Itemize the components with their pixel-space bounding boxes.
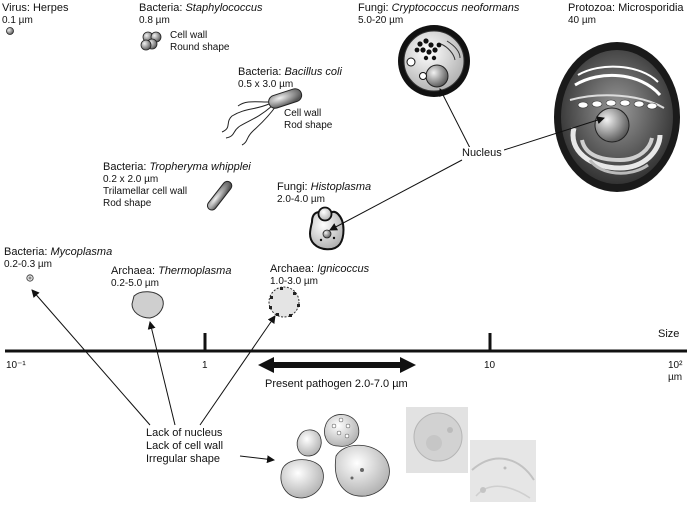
- pathogen-range-arrow: [258, 357, 416, 373]
- tropheryma-illustration: [206, 180, 233, 211]
- thermoplasma-illustration: [131, 291, 164, 319]
- staphylococcus-feature-1: Cell wall: [170, 30, 208, 41]
- lack-of-nucleus-arrows: [31, 289, 276, 464]
- tropheryma-feature-2: Rod shape: [103, 198, 152, 209]
- present-pathogen-feature-2: Lack of cell wall: [146, 440, 224, 452]
- ignicoccus-label: Archaea: Ignicoccus: [270, 263, 370, 275]
- pathogen-range-label: Present pathogen 2.0-7.0 µm: [265, 378, 408, 390]
- microsporidia-illustration: [554, 42, 680, 192]
- bacillus-label: Bacteria: Bacillus coli: [238, 66, 342, 78]
- microsporidia-label: Protozoa: Microsporidia: [568, 2, 684, 14]
- present-pathogen-feature-1: Lack of nucleus: [146, 427, 223, 439]
- histoplasma-label: Fungi: Histoplasma: [277, 181, 372, 193]
- tropheryma-size: 0.2 x 2.0 µm: [103, 174, 159, 185]
- bacillus-feature-2: Rod shape: [284, 120, 333, 131]
- electron-micrograph-1: [406, 407, 468, 473]
- nucleus-label: Nucleus: [460, 147, 504, 159]
- cryptococcus-size: 5.0-20 µm: [358, 15, 404, 26]
- ignicoccus-illustration: [268, 286, 300, 318]
- axis-unit: µm: [668, 372, 683, 383]
- tropheryma-feature-1: Trilamellar cell wall: [103, 186, 188, 197]
- herpes-label: Virus: Herpes: [2, 2, 69, 14]
- bacillus-coli-illustration: [221, 88, 303, 146]
- present-pathogen-feature-3: Irregular shape: [146, 453, 220, 465]
- thermoplasma-size: 0.2-5.0 µm: [111, 278, 160, 289]
- herpes-size: 0.1 µm: [2, 15, 33, 26]
- axis-tick-min: 10⁻¹: [6, 360, 26, 371]
- staphylococcus-feature-2: Round shape: [170, 42, 230, 53]
- axis-title: Size: [658, 328, 680, 340]
- electron-micrograph-2: [470, 440, 536, 502]
- cryptococcus-illustration: [398, 25, 470, 97]
- cryptococcus-label: Fungi: Cryptococcus neoformans: [358, 2, 520, 14]
- thermoplasma-label: Archaea: Thermoplasma: [111, 265, 232, 277]
- present-pathogen-illustrations: [280, 414, 390, 499]
- bacillus-feature-1: Cell wall: [284, 108, 322, 119]
- bacillus-size: 0.5 x 3.0 µm: [238, 79, 294, 90]
- mycoplasma-illustration: [26, 274, 34, 282]
- ignicoccus-size: 1.0-3.0 µm: [270, 276, 319, 287]
- mycoplasma-size: 0.2-0.3 µm: [4, 259, 53, 270]
- staphylococcus-label: Bacteria: Staphylococcus: [139, 2, 263, 14]
- axis-tick-10: 10: [484, 360, 496, 371]
- staphylococcus-size: 0.8 µm: [139, 15, 170, 26]
- axis-tick-max: 10²: [668, 360, 683, 371]
- histoplasma-size: 2.0-4.0 µm: [277, 194, 326, 205]
- axis-tick-1: 1: [202, 360, 208, 371]
- tropheryma-label: Bacteria: Tropheryma whipplei: [103, 161, 251, 173]
- mycoplasma-label: Bacteria: Mycoplasma: [4, 246, 113, 258]
- histoplasma-illustration: [309, 206, 345, 251]
- size-axis: [5, 333, 687, 353]
- nucleus-pointers: [329, 88, 605, 231]
- herpes-virus-illustration: [6, 27, 14, 35]
- microsporidia-size: 40 µm: [568, 15, 596, 26]
- staphylococcus-illustration: [140, 31, 162, 51]
